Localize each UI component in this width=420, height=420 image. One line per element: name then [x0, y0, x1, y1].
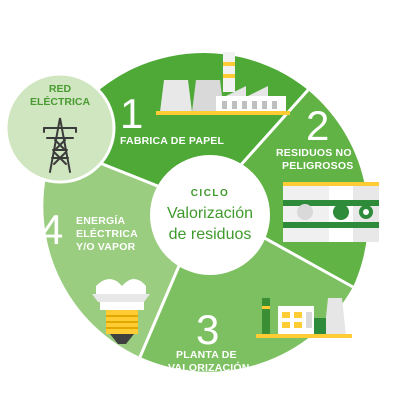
- step-3-label-line3: ENERGÉTICA: [172, 374, 243, 387]
- step-3-label-line2: VALORIZACIÓN: [168, 361, 250, 374]
- step-2-number: 2: [306, 102, 329, 149]
- step-4-label-line2: ELÉCTRICA: [76, 227, 138, 240]
- light-bulb-icon: [92, 279, 150, 344]
- step-4-number: 4: [40, 206, 63, 253]
- step-2-label-line2: PELIGROSOS: [282, 160, 353, 172]
- step-4-label-line1: ENERGÍA: [76, 214, 125, 227]
- step-3-label-line1: PLANTA DE: [176, 349, 237, 361]
- step-1-label: FABRICA DE PAPEL: [120, 135, 225, 147]
- step-2-label-line1: RESIDUOS NO: [276, 147, 352, 159]
- grid-node-label-line1: RED: [49, 83, 72, 95]
- center-kicker: CICLO: [191, 188, 230, 199]
- center-hub: [150, 155, 270, 275]
- step-1-number: 1: [120, 90, 143, 137]
- center-title-line1: Valorización: [167, 205, 253, 222]
- waste-bales-icon: [283, 182, 379, 242]
- transmission-tower-icon: [43, 117, 77, 173]
- center-title-line2: de residuos: [169, 226, 252, 243]
- step-4-label-line3: Y/O VAPOR: [76, 241, 136, 253]
- paper-factory-icon: [156, 52, 290, 115]
- grid-node-label-line2: ELÉCTRICA: [30, 95, 91, 108]
- energy-plant-icon: [256, 298, 352, 338]
- step-3-number: 3: [196, 306, 219, 353]
